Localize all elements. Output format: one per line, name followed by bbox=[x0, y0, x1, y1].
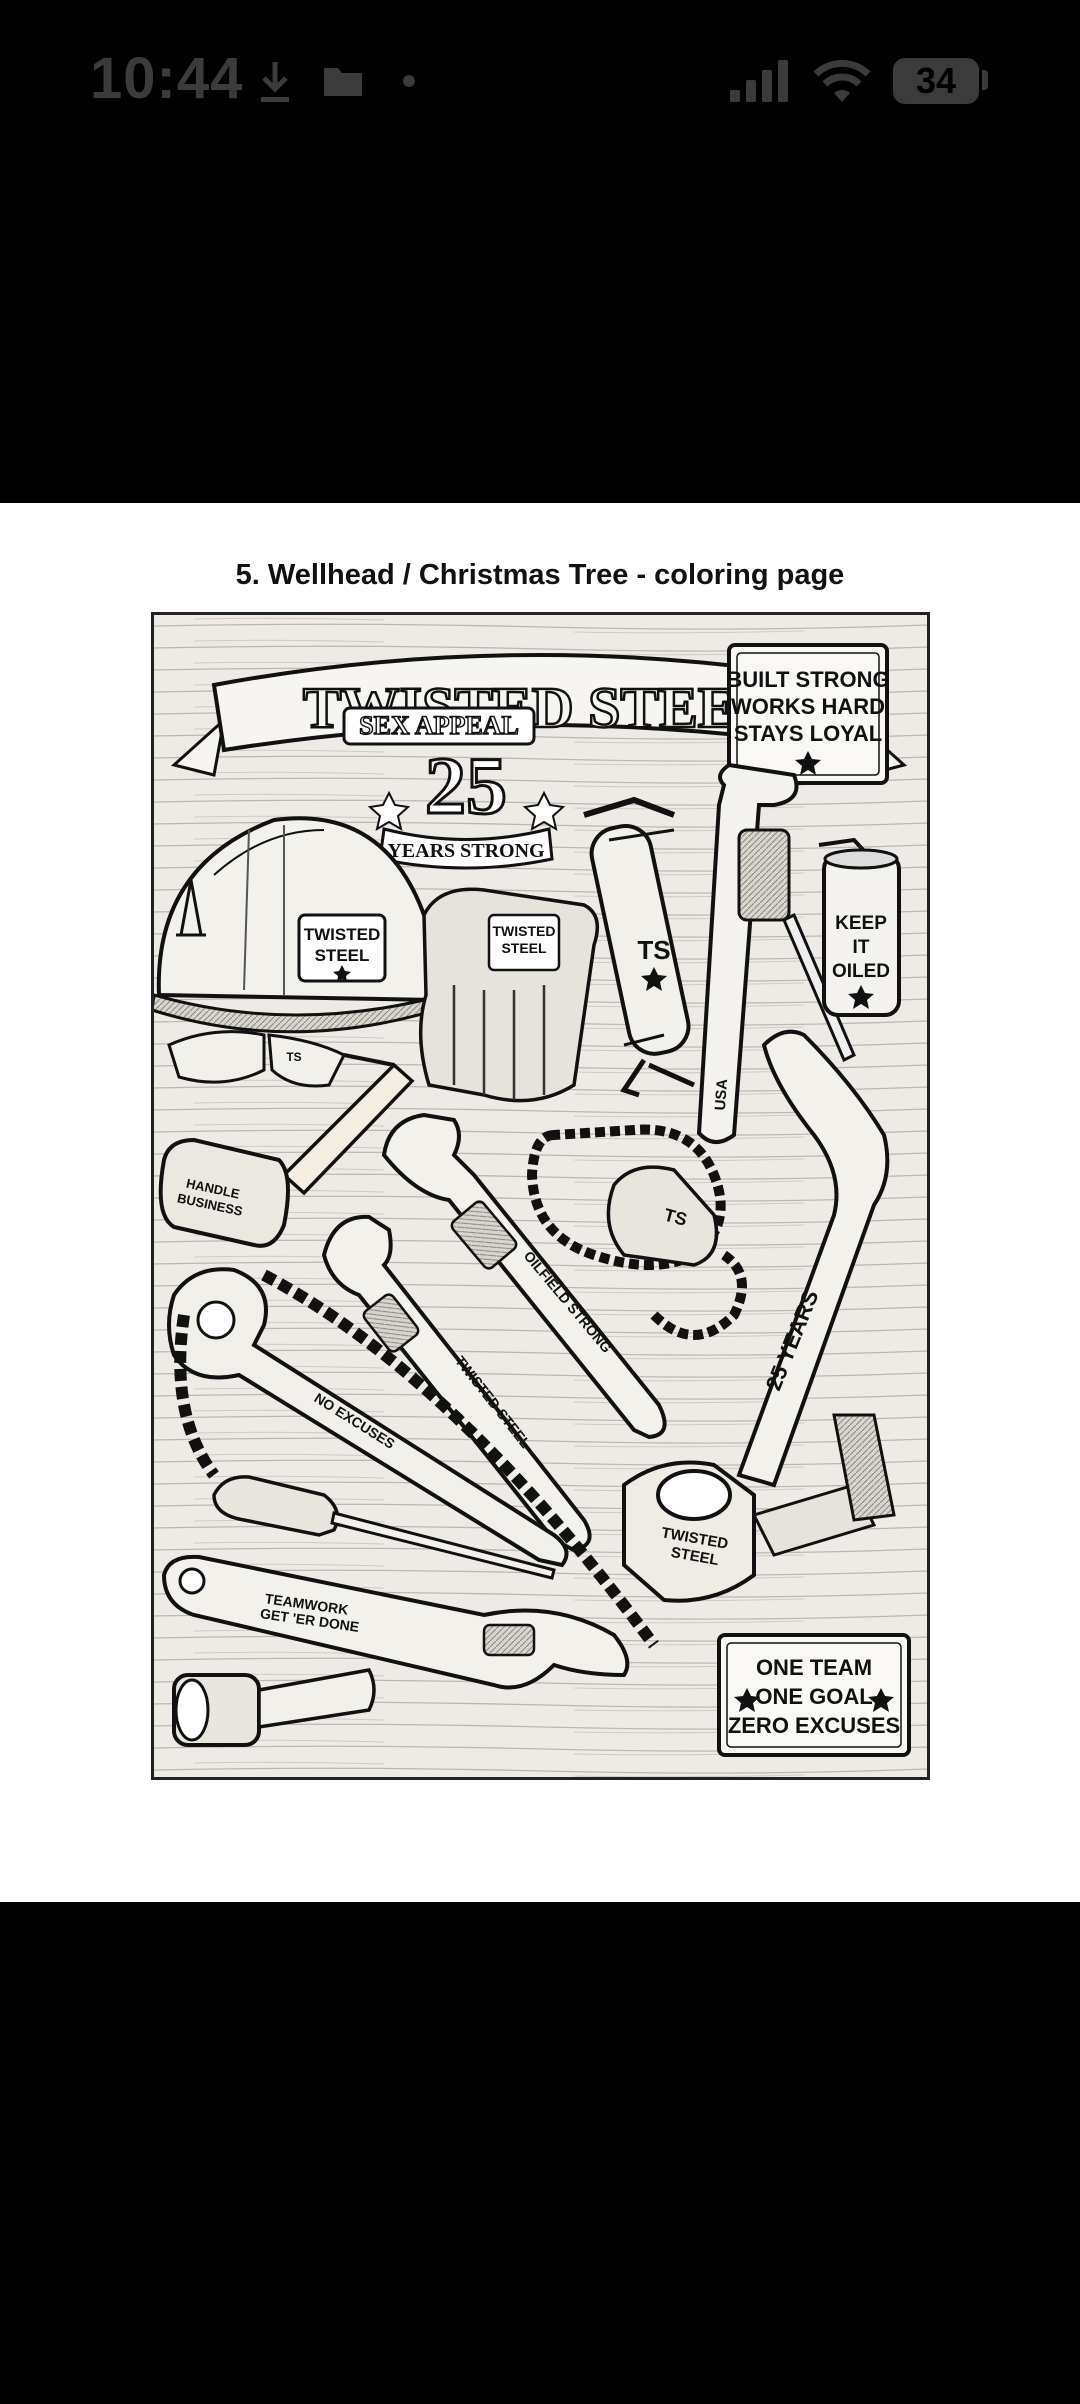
status-bar: 10:44 34 bbox=[0, 0, 1080, 160]
sledge-hammer: HANDLE BUSINESS bbox=[158, 1062, 415, 1248]
grease-gun-label: TS bbox=[637, 935, 670, 965]
deep-socket bbox=[172, 1668, 376, 1747]
gloves-label-2: STEEL bbox=[501, 940, 547, 956]
sign-top-line-2: WORKS HARD bbox=[731, 694, 885, 719]
sign-bottom-line-2: ONE GOAL bbox=[755, 1684, 872, 1709]
gloves-label-1: TWISTED bbox=[493, 923, 556, 939]
ribbon-text: YEARS STRONG bbox=[387, 840, 545, 862]
oil-can-label-3: OILED bbox=[832, 961, 890, 982]
folder-icon bbox=[324, 68, 362, 96]
big-number: 25 bbox=[425, 740, 507, 831]
battery-tip bbox=[982, 70, 988, 90]
helmet-label-2: STEEL bbox=[315, 946, 370, 965]
oil-can-label-2: IT bbox=[853, 937, 870, 958]
dot-icon bbox=[403, 75, 415, 87]
banner: TWISTED STEEL SEX APPEAL 25 YEARS STRONG bbox=[170, 653, 908, 870]
upright-pipe-wrench: USA bbox=[696, 762, 856, 1144]
work-gloves: TWISTED STEEL bbox=[418, 887, 600, 1103]
status-time: 10:44 bbox=[90, 46, 244, 111]
signal-icon bbox=[730, 60, 788, 102]
download-icon bbox=[261, 62, 289, 102]
coloring-page-image[interactable]: TWISTED STEEL SEX APPEAL 25 YEARS STRONG… bbox=[151, 612, 930, 1780]
hard-hat: TWISTED STEEL bbox=[154, 816, 448, 1034]
battery-icon: 34 bbox=[893, 58, 979, 104]
upright-wrench-label: USA bbox=[712, 1078, 731, 1111]
wifi-icon bbox=[813, 59, 871, 102]
chain-tool: TS bbox=[526, 1124, 747, 1340]
glasses-label: TS bbox=[286, 1050, 301, 1064]
page-title: 5. Wellhead / Christmas Tree - coloring … bbox=[235, 559, 845, 591]
pipe-wrench-oilfield: OILFIELD STRONG bbox=[381, 1112, 667, 1440]
oil-can-label-1: KEEP bbox=[835, 913, 887, 934]
banner-subtitle: SEX APPEAL bbox=[359, 711, 519, 740]
socket-block: TWISTED STEEL bbox=[622, 1413, 896, 1603]
content-area: 5. Wellhead / Christmas Tree - coloring … bbox=[0, 503, 1080, 1902]
sign-bottom-line-3: ZERO EXCUSES bbox=[728, 1713, 900, 1738]
adjustable-wrench: TEAMWORK GET 'ER DONE bbox=[161, 1554, 630, 1690]
sign-top-right: BUILT STRONG WORKS HARD STAYS LOYAL bbox=[726, 643, 890, 785]
oil-can: KEEP IT OILED bbox=[818, 837, 901, 1017]
grease-gun: TS bbox=[583, 796, 696, 1098]
sign-bottom-line-1: ONE TEAM bbox=[756, 1655, 872, 1680]
sign-bottom-right: ONE TEAM ONE GOAL ZERO EXCUSES bbox=[717, 1633, 911, 1757]
screwdriver bbox=[212, 1475, 556, 1580]
sign-top-line-1: BUILT STRONG bbox=[726, 667, 889, 692]
sign-top-line-3: STAYS LOYAL bbox=[734, 721, 882, 746]
safety-glasses: TS bbox=[167, 1030, 395, 1088]
helmet-label-1: TWISTED bbox=[304, 925, 381, 944]
